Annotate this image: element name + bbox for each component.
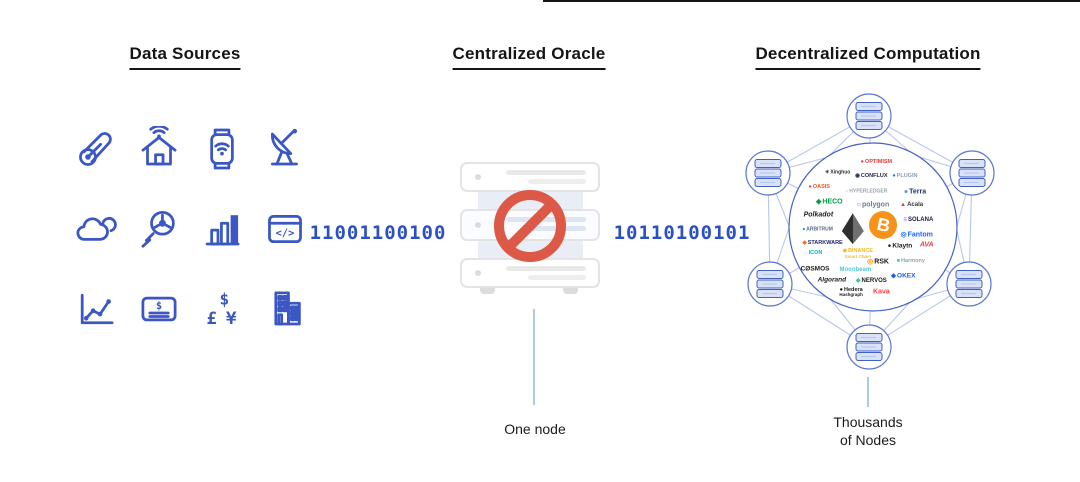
one-node-label: One node — [504, 421, 566, 437]
logo-polygon: ○polygon — [856, 201, 890, 209]
code-window-icon: </> — [262, 206, 308, 252]
logo-harmony: ■Harmony — [896, 258, 925, 265]
decentralized-computation-heading: Decentralized Computation — [755, 44, 981, 70]
logo-acala: ▲Acala — [900, 202, 924, 209]
logo-bitcoin: B — [869, 211, 898, 240]
sports-ball-icon — [136, 206, 182, 252]
binary-output: 10110100101 — [613, 222, 751, 244]
satellite-dish-icon — [262, 126, 308, 172]
svg-text:$: $ — [156, 300, 162, 312]
oracle-node — [747, 261, 793, 307]
thousands-line1: Thousands — [833, 414, 903, 430]
oracle-node — [949, 150, 995, 196]
logo-polkadot: Polkadot — [803, 211, 834, 219]
one-node-connector — [533, 309, 535, 405]
thousands-line2: of Nodes — [839, 432, 897, 448]
logo-nervos: ◆NERVOS — [855, 277, 887, 284]
thermometer-icon — [73, 126, 119, 172]
smart-watch-icon — [199, 126, 245, 172]
data-source-icons: </> $ $£¥ — [73, 126, 308, 332]
logo-terra: ●Terra — [903, 188, 927, 196]
thousands-of-nodes-label: Thousands of Nodes — [833, 413, 902, 449]
logo-rsk: ◎RSK — [867, 258, 889, 266]
weather-cloud-icon — [73, 206, 119, 252]
logo-starkware: ◆STARKWARE — [802, 239, 843, 246]
svg-text:$: $ — [219, 289, 229, 308]
line-chart-icon — [73, 286, 119, 332]
logo-okex: ◆OKEX — [891, 272, 916, 280]
oracle-node — [846, 93, 892, 139]
centralized-oracle-heading: Centralized Oracle — [452, 44, 606, 70]
binary-input: 11001100100 — [309, 222, 447, 244]
data-sources-heading: Data Sources — [129, 44, 241, 70]
logo-hyperledger: ○HYPERLEDGER — [845, 188, 888, 195]
server-foot — [563, 284, 578, 294]
logo-moonbeam: Moonbeam — [839, 266, 872, 273]
oracle-node — [846, 324, 892, 370]
ecosystem-logo-cloud: ●OPTIMISM ✳Xinghuo ◉CONFLUX ●PLUGIN ●OASIS ○H… — [789, 143, 957, 311]
logo-kava: Kava — [873, 288, 890, 295]
top-divider — [543, 0, 1080, 2]
logo-plugin: ●PLUGIN — [892, 172, 918, 179]
logo-klaytn: ●Klaytn — [887, 242, 913, 250]
logo-xinghuo: ✳Xinghuo — [825, 169, 851, 176]
server-tier — [460, 258, 600, 288]
logo-arbitrum: ●ARBITRUM — [802, 226, 833, 233]
logo-c-smos: CØSMOS — [800, 265, 830, 273]
smart-home-icon — [136, 126, 182, 172]
logo-algorand: Algorand — [817, 276, 847, 284]
logo-oasis: ●OASIS — [808, 184, 830, 191]
currency-symbols-icon: $£ ¥ — [199, 286, 245, 332]
logo-optimism: ●OPTIMISM — [860, 159, 893, 166]
thousands-connector — [867, 377, 869, 407]
logo-heco: ◆HECO — [816, 198, 843, 206]
logo-ethereum — [841, 213, 864, 245]
office-buildings-icon — [262, 286, 308, 332]
server-foot — [480, 284, 495, 294]
server-tier — [460, 162, 600, 192]
payment-check-icon: $ — [136, 286, 182, 332]
logo-icon: ◌ICON — [804, 249, 823, 256]
oracle-node — [946, 261, 992, 307]
logo-ava: AVA — [919, 241, 934, 249]
bar-chart-icon — [199, 206, 245, 252]
logo-solana: ≡SOLANA — [903, 217, 934, 224]
logo-fantom: ◎Fantom — [900, 231, 933, 239]
svg-text:¥: ¥ — [226, 309, 237, 329]
svg-text:</>: </> — [276, 227, 295, 239]
oracle-node — [745, 150, 791, 196]
logo-conflux: ◉CONFLUX — [855, 172, 888, 179]
prohibition-icon — [494, 190, 566, 262]
centralized-server — [460, 162, 601, 307]
svg-text:£: £ — [206, 309, 216, 329]
